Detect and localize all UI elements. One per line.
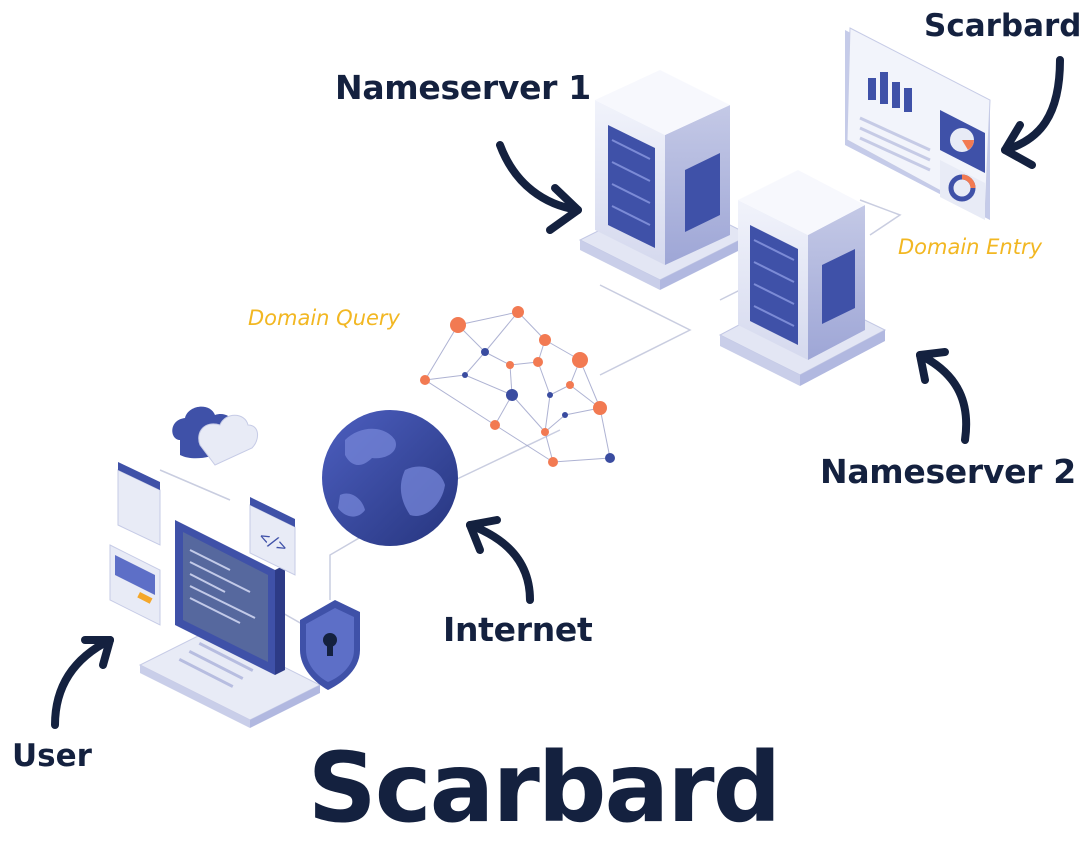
brand-wordmark: Scarbard	[307, 732, 782, 844]
internet-label: Internet	[443, 610, 593, 649]
nameserver-1-server-icon	[578, 70, 752, 290]
scarbard-arrow-icon	[1001, 56, 1064, 169]
cloud-icon	[172, 406, 258, 466]
domain-entry-label: Domain Entry	[898, 235, 1043, 259]
nameserver-1-label: Nameserver 1	[335, 68, 591, 107]
nameserver-2-label: Nameserver 2	[820, 452, 1076, 491]
shield-lock-icon	[300, 600, 360, 690]
user-arrow-icon	[51, 636, 114, 729]
globe-icon	[322, 410, 458, 546]
nameserver-1-arrow-icon	[496, 141, 582, 234]
nameserver-2-server-icon	[718, 170, 887, 386]
code-icon: </>	[249, 497, 296, 576]
scarbard-dashboard-icon	[845, 27, 991, 220]
domain-query-label: Domain Query	[248, 306, 400, 330]
nameserver-2-arrow-icon	[916, 348, 971, 444]
network-icon	[420, 306, 615, 467]
user-workstation: </>	[109, 406, 360, 728]
internet-arrow-icon	[466, 516, 534, 604]
user-label: User	[12, 738, 92, 774]
scarbard-label: Scarbard	[924, 8, 1082, 44]
